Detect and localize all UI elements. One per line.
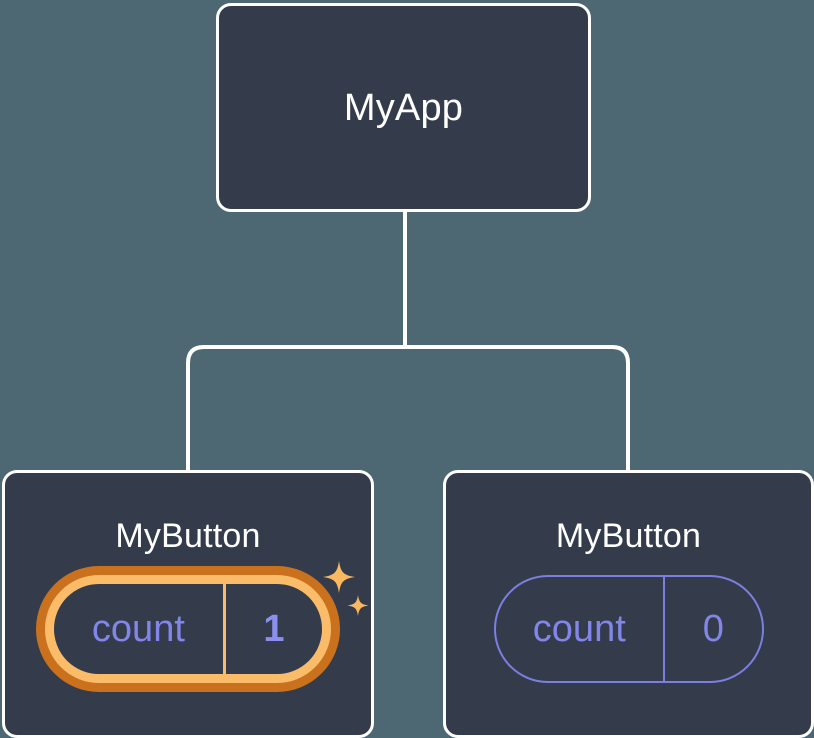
sparkle-large-icon <box>323 561 355 593</box>
state-key-label: count <box>91 608 185 650</box>
node-myapp-label: MyApp <box>343 86 464 129</box>
state-pill-wrap-right: count 0 <box>493 575 764 683</box>
sparkle-small-icon <box>347 595 369 616</box>
connector-children-bar <box>186 345 630 472</box>
node-mybutton-right[interactable]: MyButton count 0 <box>443 470 814 738</box>
state-pill-divider <box>663 577 666 681</box>
state-value-label: 0 <box>702 608 724 650</box>
state-pill-count-plain[interactable]: count 0 <box>493 575 764 683</box>
node-myapp[interactable]: MyApp <box>216 3 591 212</box>
node-mybutton-left-label: MyButton <box>115 517 261 555</box>
state-value-label: 1 <box>263 608 285 650</box>
state-key-label: count <box>532 608 626 650</box>
node-mybutton-left[interactable]: MyButton count 1 <box>2 470 374 738</box>
node-mybutton-right-label: MyButton <box>555 517 702 555</box>
state-pill-divider <box>222 584 226 674</box>
state-pill-count-highlighted[interactable]: count 1 <box>45 575 331 683</box>
state-pill-wrap-left: count 1 <box>45 561 369 683</box>
